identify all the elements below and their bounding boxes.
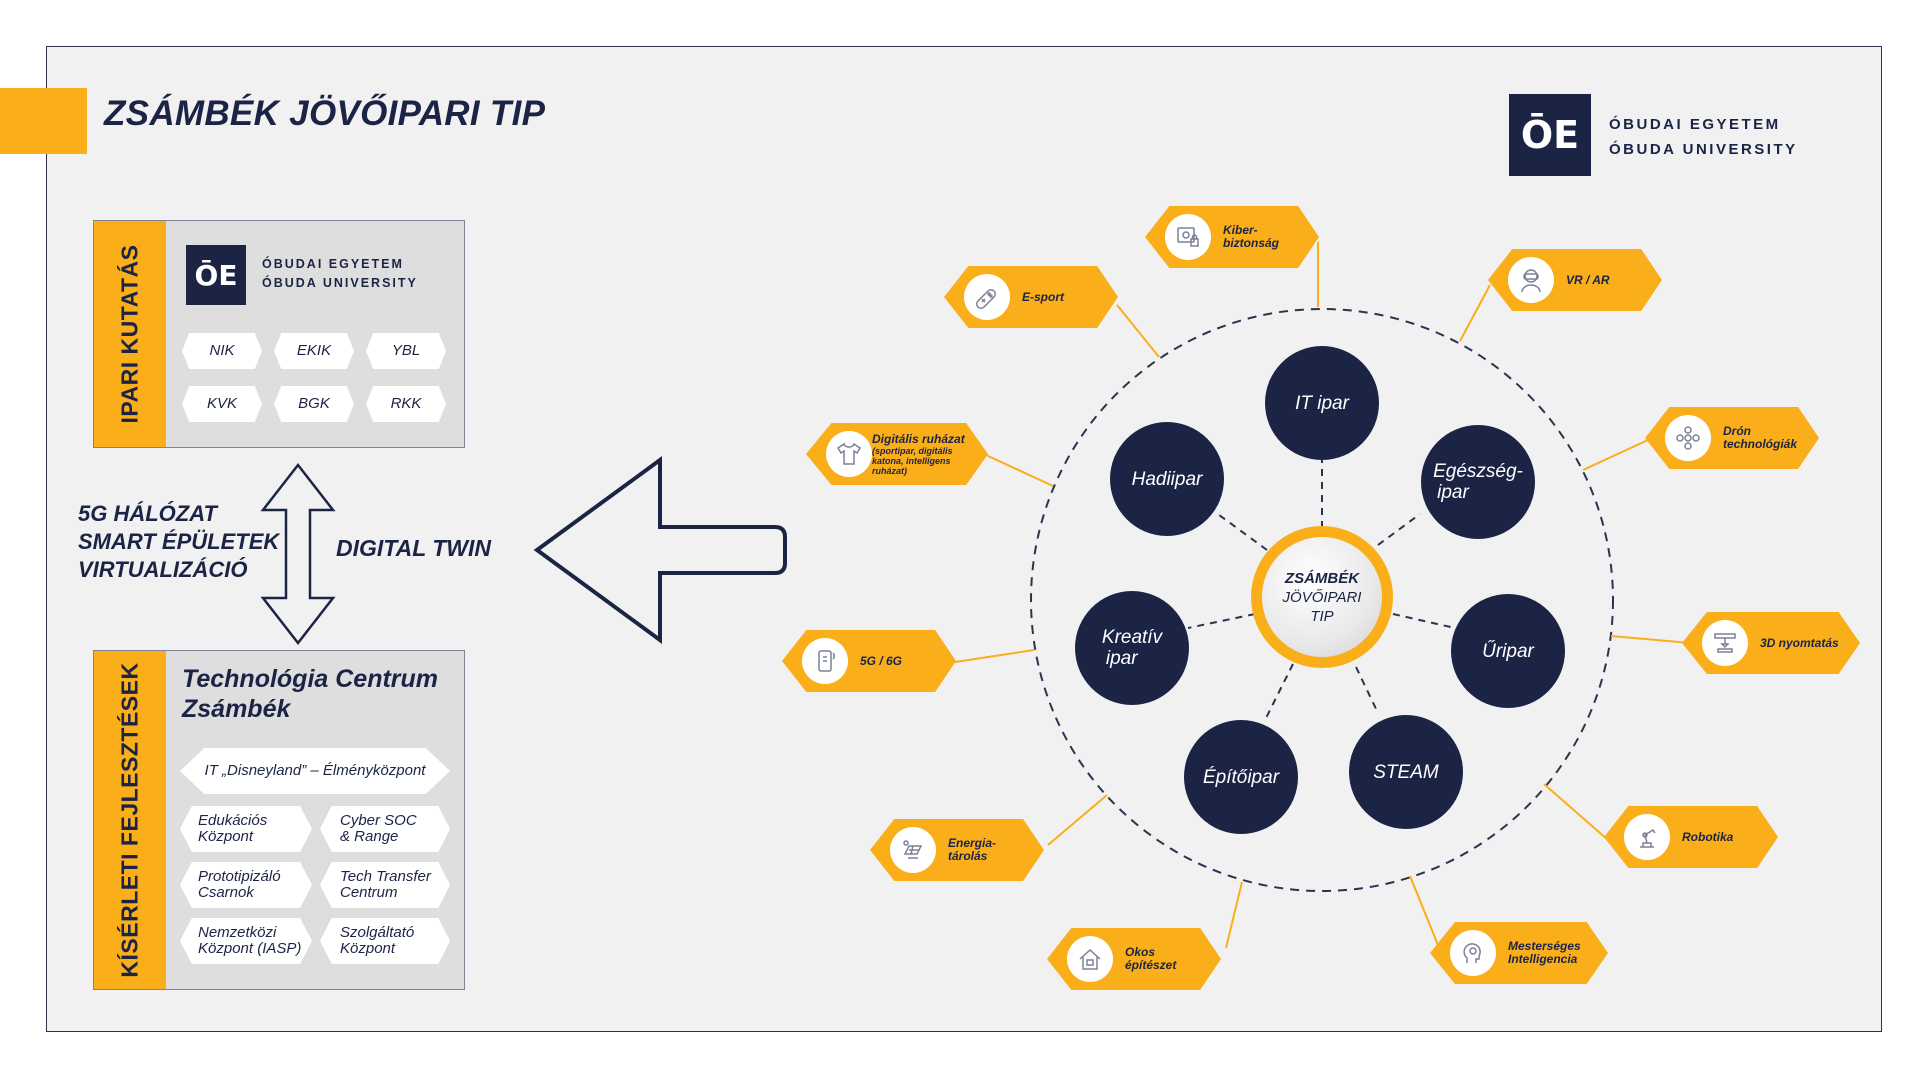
tech-list: 5G HÁLÓZAT SMART ÉPÜLETEK VIRTUALIZÁCIÓ xyxy=(78,501,280,582)
dev-item-cyber: Cyber SOC& Range xyxy=(320,806,450,852)
hub-dashed-circle xyxy=(1030,308,1614,892)
tag-vr-ar: VR / AR xyxy=(1488,249,1662,311)
vr-headset-icon xyxy=(1508,257,1554,303)
tag-digital-clothing: Digitális ruházat (sportipar, digitális … xyxy=(806,423,988,485)
university-logo-icon: ŌE xyxy=(1509,94,1591,176)
smart-house-icon xyxy=(1067,936,1113,982)
robot-arm-icon xyxy=(1624,814,1670,860)
faculty-bgk: BGK xyxy=(274,386,354,422)
experience-centre: IT „Disneyland” – Élményközpont xyxy=(180,748,450,794)
research-label-strip: IPARI KUTATÁS xyxy=(94,221,166,447)
tshirt-icon xyxy=(826,431,872,477)
page-title: ZSÁMBÉK JÖVŐIPARI TIP xyxy=(104,94,546,133)
panel-logo-icon: ŌE xyxy=(186,245,246,305)
phone-signal-icon xyxy=(802,638,848,684)
faculty-kvk: KVK xyxy=(182,386,262,422)
tag-connectors xyxy=(954,242,1691,949)
solar-panel-icon xyxy=(890,827,936,873)
node-defense-industry: Hadiipar xyxy=(1110,422,1224,536)
node-steam: STEAM xyxy=(1349,715,1463,829)
title-accent-bar xyxy=(0,88,87,154)
panel-university-name: ÓBUDAI EGYETEM ÓBUDA UNIVERSITY xyxy=(262,257,418,290)
digital-twin-label: DIGITAL TWIN xyxy=(336,535,492,561)
3d-printer-icon xyxy=(1702,620,1748,666)
tag-robotics: Robotika xyxy=(1604,806,1778,868)
faculty-nik: NIK xyxy=(182,333,262,369)
tag-5g-6g: 5G / 6G xyxy=(782,630,956,692)
tech-centre-title: Technológia Centrum Zsámbék xyxy=(182,665,439,723)
gamepad-icon xyxy=(964,274,1010,320)
faculty-ekik: EKIK xyxy=(274,333,354,369)
node-it-industry: IT ipar xyxy=(1265,346,1379,460)
big-left-arrow-icon xyxy=(533,456,787,644)
development-label-strip: KÍSÉRLETI FEJLESZTÉSEK xyxy=(94,651,166,989)
drone-icon xyxy=(1665,415,1711,461)
tag-cyber-security: Kiber-biztonság xyxy=(1145,206,1319,268)
node-space-industry: Űripar xyxy=(1451,594,1565,708)
cyber-security-icon xyxy=(1165,214,1211,260)
hub-center: ZSÁMBÉK JÖVŐIPARI TIP xyxy=(1251,526,1393,668)
faculty-rkk: RKK xyxy=(366,386,446,422)
tag-3d-printing: 3D nyomtatás xyxy=(1682,612,1860,674)
double-arrow-icon xyxy=(260,462,336,646)
node-health-industry: Egészség-ipar xyxy=(1421,425,1535,539)
node-construction: Építőipar xyxy=(1184,720,1298,834)
ai-head-icon xyxy=(1450,930,1496,976)
faculty-ybl: YBL xyxy=(366,333,446,369)
tag-energy-storage: Energia-tárolás xyxy=(870,819,1044,881)
hub-spokes xyxy=(1187,460,1456,721)
research-panel: IPARI KUTATÁS ŌE ÓBUDAI EGYETEM ÓBUDA UN… xyxy=(93,220,465,448)
university-name: ÓBUDAI EGYETEM ÓBUDA UNIVERSITY xyxy=(1609,116,1798,158)
tag-esport: E-sport xyxy=(944,266,1118,328)
